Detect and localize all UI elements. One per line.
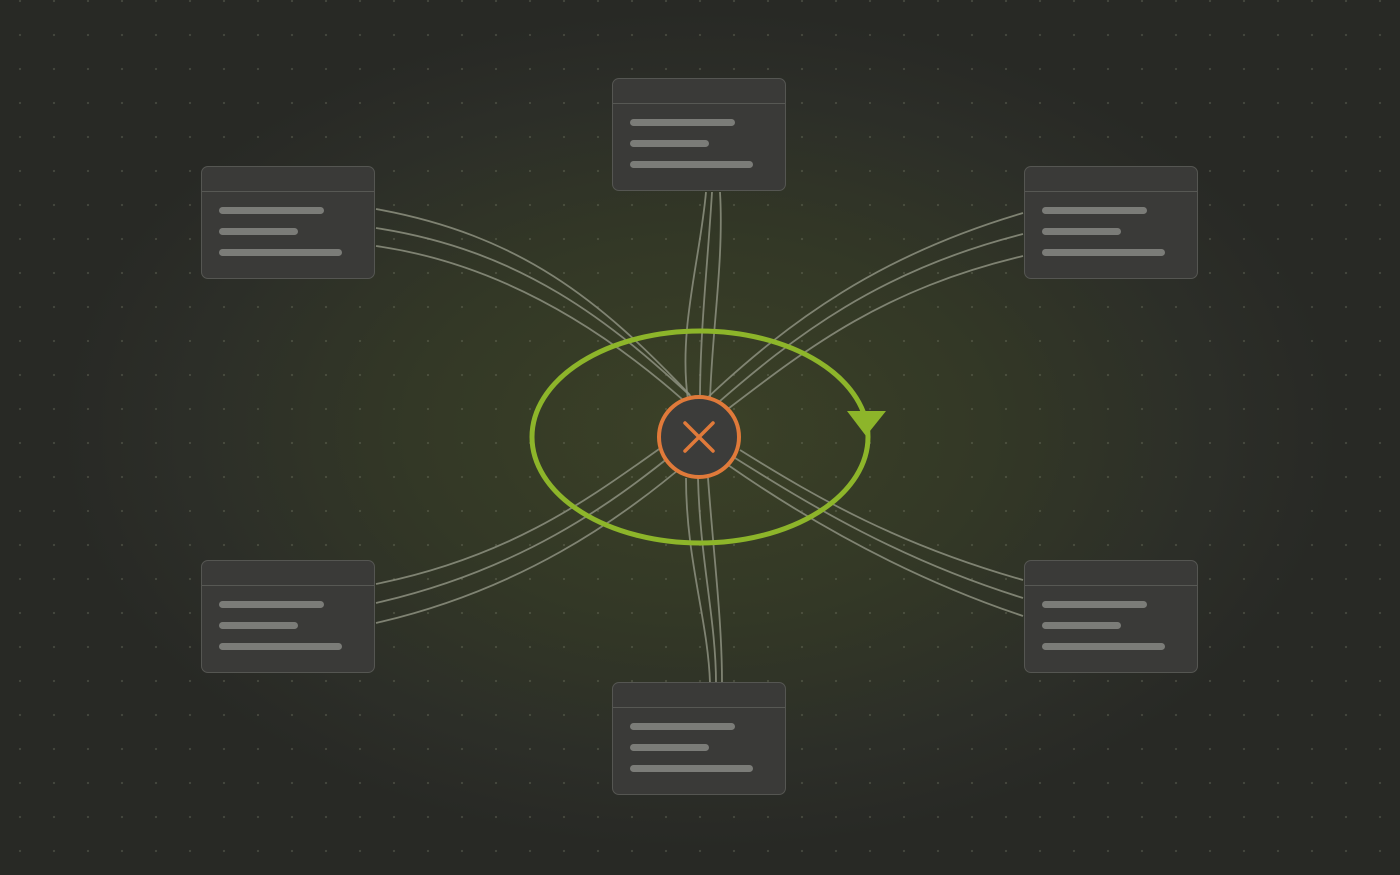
connector-top-right-1 [704,212,1024,401]
connector-top-left-3 [375,245,706,421]
node-card-header [1025,167,1197,192]
node-card-bottom[interactable] [612,682,786,795]
node-card-top-left[interactable] [201,166,375,279]
close-x-icon[interactable] [657,395,741,479]
connector-top-1 [684,191,707,401]
text-placeholder-line [219,228,298,235]
connector-bottom-right-1 [739,449,1024,581]
node-card-header [613,79,785,104]
node-card-header [613,683,785,708]
text-placeholder-line [1042,249,1165,256]
connector-bottom-right-2 [734,457,1024,599]
connector-bottom-left-2 [375,449,679,604]
connector-top-right-2 [711,233,1024,409]
text-placeholder-line [630,723,735,730]
hub-error-badge [657,395,741,479]
node-card-header [1025,561,1197,586]
text-placeholder-line [630,119,735,126]
text-placeholder-line [219,643,342,650]
connector-bottom-1 [685,477,711,684]
node-card-header [202,167,374,192]
connector-top-left-1 [375,208,691,396]
text-placeholder-line [219,622,298,629]
node-card-header [202,561,374,586]
connector-top-2 [699,191,713,401]
text-placeholder-line [1042,622,1121,629]
connector-bottom-left-1 [375,439,673,585]
connector-bottom-right-3 [727,464,1024,617]
text-placeholder-line [630,744,709,751]
text-placeholder-line [1042,601,1147,608]
connector-top-3 [709,191,722,401]
node-card-top-right[interactable] [1024,166,1198,279]
text-placeholder-line [630,161,753,168]
text-placeholder-line [630,765,753,772]
node-card-bottom-left[interactable] [201,560,375,673]
connector-bottom-left-3 [375,459,691,624]
text-placeholder-line [1042,207,1147,214]
cycle-loop-arrow-icon [847,411,886,436]
connector-bottom-3 [707,477,723,684]
cycle-loop-ellipse [529,328,871,546]
connector-top-right-3 [719,255,1024,416]
text-placeholder-line [219,207,324,214]
node-card-top[interactable] [612,78,786,191]
connector-bottom-2 [697,477,717,684]
connector-top-left-2 [375,227,701,406]
text-placeholder-line [1042,643,1165,650]
text-placeholder-line [1042,228,1121,235]
text-placeholder-line [219,601,324,608]
text-placeholder-line [219,249,342,256]
text-placeholder-line [630,140,709,147]
node-card-bottom-right[interactable] [1024,560,1198,673]
